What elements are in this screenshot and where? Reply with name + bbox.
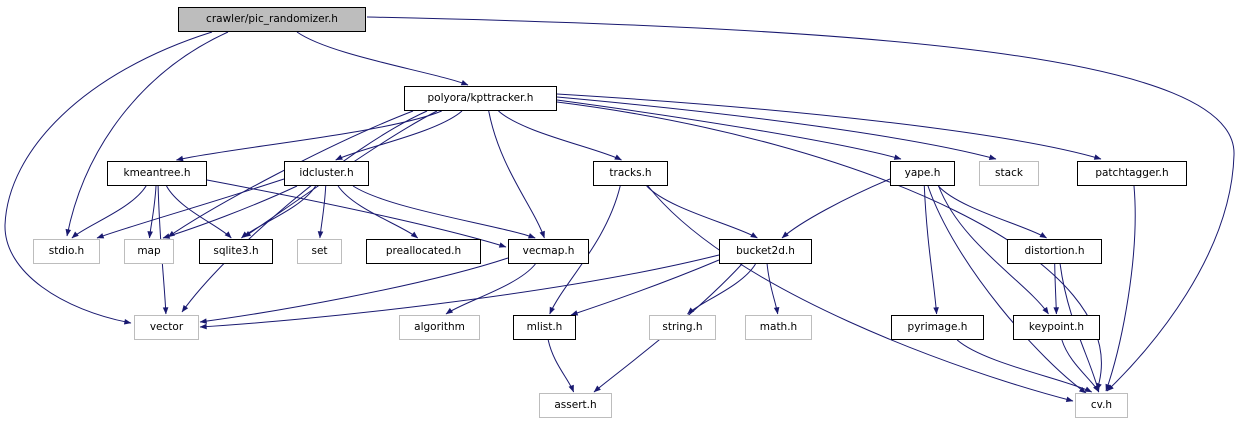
node-keypoint[interactable]: keypoint.h xyxy=(1013,315,1100,340)
node-idcluster[interactable]: idcluster.h xyxy=(284,161,369,186)
node-pic_randomizer: crawler/pic_randomizer.h xyxy=(178,7,366,32)
node-assert: assert.h xyxy=(539,393,612,418)
edge-kpttracker-kmeantree xyxy=(176,110,442,162)
edge-pic_randomizer-vector xyxy=(4,31,213,325)
node-preallocated[interactable]: preallocated.h xyxy=(366,239,481,264)
edge-pyrimage-cv xyxy=(956,339,1093,393)
edge-mlist-assert xyxy=(547,339,575,393)
edge-distortion-keypoint xyxy=(1053,263,1060,315)
edge-idcluster-vecmap xyxy=(352,185,536,239)
edge-kpttracker-vecmap xyxy=(488,110,545,239)
node-stdio: stdio.h xyxy=(33,239,100,264)
edge-idcluster-map xyxy=(162,185,298,239)
node-patchtagger[interactable]: patchtagger.h xyxy=(1077,161,1187,186)
edge-yape-distortion xyxy=(937,185,1047,239)
node-cv: cv.h xyxy=(1075,393,1128,418)
edge-yape-cv xyxy=(927,185,1087,394)
edge-idcluster-set xyxy=(317,185,327,239)
edge-kmeantree-stdio xyxy=(71,185,147,239)
edge-kpttracker-vector xyxy=(181,110,428,313)
edge-idcluster-preallocated xyxy=(337,185,419,239)
node-vector: vector xyxy=(134,315,199,340)
edge-tracks-cv xyxy=(647,185,1074,403)
edge-yape-bucket2d xyxy=(781,178,891,239)
edge-bucket2d-assert xyxy=(593,263,743,393)
edge-kpttracker-stack xyxy=(556,96,997,160)
edge-kmeantree-vecmap xyxy=(206,179,507,248)
edge-pic_randomizer-stdio xyxy=(65,31,229,237)
edge-pic_randomizer-kpttracker xyxy=(296,31,469,86)
node-algorithm: algorithm xyxy=(399,315,480,340)
edge-kpttracker-tracks xyxy=(498,110,622,161)
node-yape[interactable]: yape.h xyxy=(890,161,955,186)
node-tracks[interactable]: tracks.h xyxy=(593,161,668,186)
edge-patchtagger-cv xyxy=(1105,185,1136,392)
edge-kpttracker-patchtagger xyxy=(556,93,1102,160)
edge-bucket2d-vector xyxy=(199,254,720,330)
edge-idcluster-sqlite3 xyxy=(241,185,317,239)
node-stack: stack xyxy=(979,161,1039,186)
edge-pic_randomizer-cv xyxy=(366,16,1235,392)
node-pyrimage[interactable]: pyrimage.h xyxy=(891,315,984,340)
edge-yape-pyrimage xyxy=(923,185,939,315)
node-bucket2d[interactable]: bucket2d.h xyxy=(719,239,812,264)
node-sqlite3[interactable]: sqlite3.h xyxy=(199,239,273,264)
node-distortion[interactable]: distortion.h xyxy=(1007,239,1102,264)
node-math: math.h xyxy=(745,315,812,340)
edge-yape-keypoint xyxy=(938,185,1049,315)
edge-bucket2d-mlist xyxy=(570,259,720,316)
edge-vecmap-algorithm xyxy=(445,263,536,315)
node-string: string.h xyxy=(649,315,716,340)
edge-kpttracker-idcluster xyxy=(335,110,463,161)
edge-vecmap-vector xyxy=(199,257,509,324)
node-kpttracker[interactable]: polyora/kpttracker.h xyxy=(404,86,557,111)
edge-kpttracker-yape xyxy=(556,99,902,160)
node-kmeantree[interactable]: kmeantree.h xyxy=(107,161,207,186)
node-vecmap[interactable]: vecmap.h xyxy=(508,239,589,264)
edge-bucket2d-string xyxy=(687,263,756,315)
edge-kmeantree-map xyxy=(147,185,157,239)
edge-bucket2d-math xyxy=(766,263,780,315)
node-map: map xyxy=(124,239,174,264)
edge-kpttracker-map xyxy=(167,110,414,238)
edge-tracks-bucket2d xyxy=(646,185,758,239)
edge-idcluster-stdio xyxy=(96,178,285,239)
edge-kmeantree-sqlite3 xyxy=(166,185,232,239)
node-mlist[interactable]: mlist.h xyxy=(513,315,576,340)
node-set: set xyxy=(297,239,342,264)
edge-keypoint-cv xyxy=(1061,339,1100,393)
